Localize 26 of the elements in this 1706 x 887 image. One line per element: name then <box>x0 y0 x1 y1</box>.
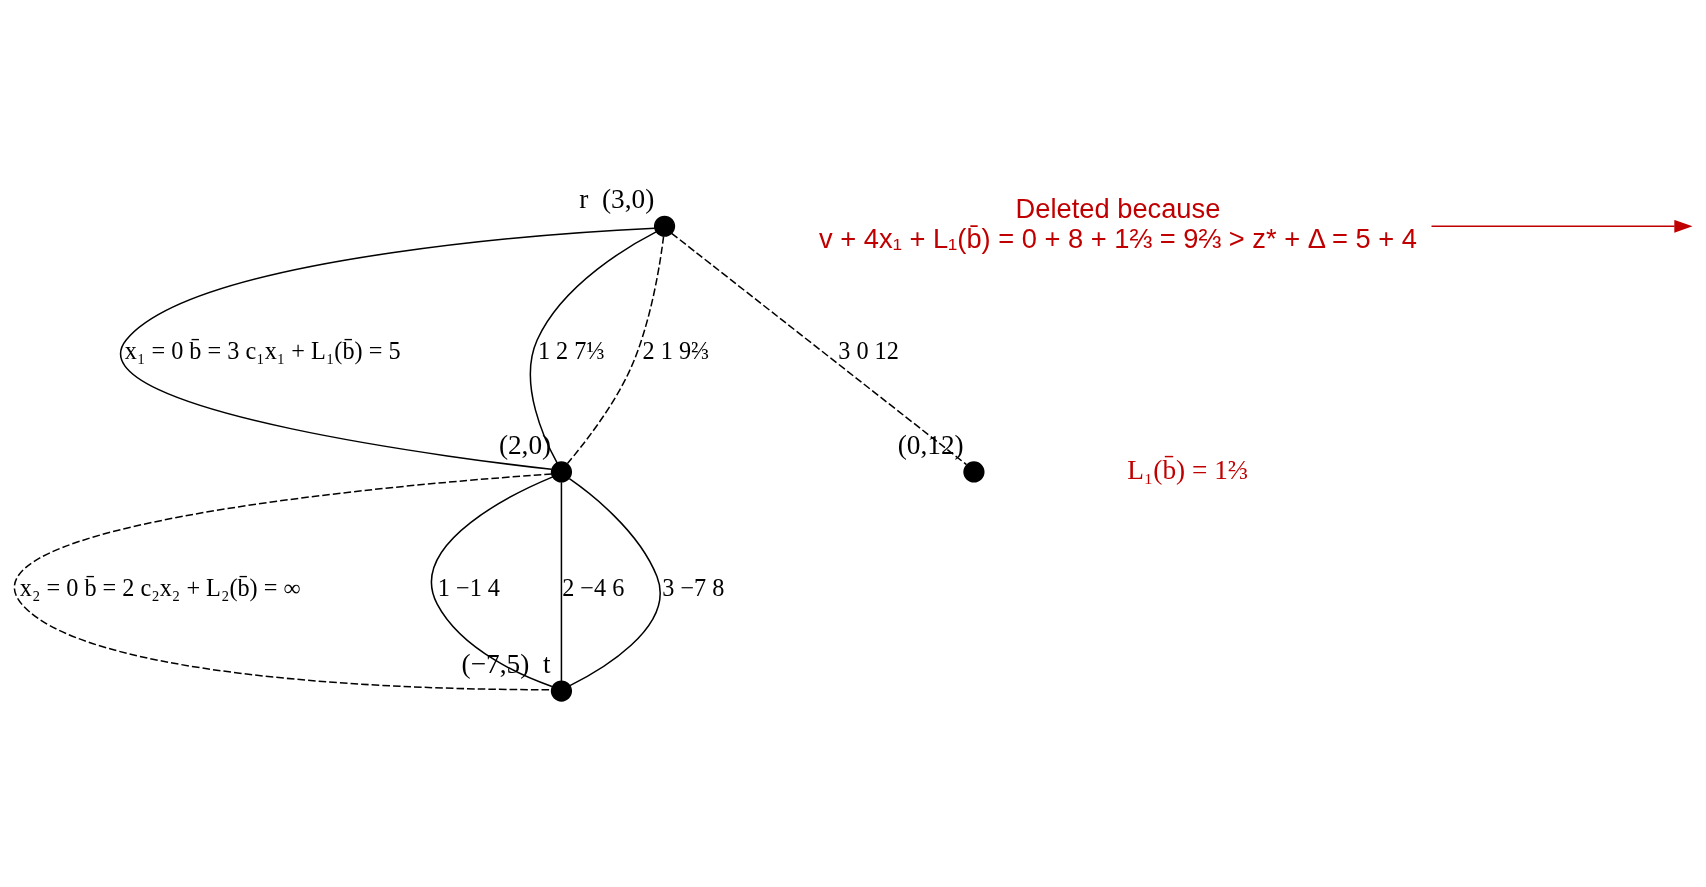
node-label: (2,0) <box>498 429 552 460</box>
edge-label: x₁ = 0 b̄ = 3 c₁x₁ + L₁(b̄) = 5 <box>124 337 401 365</box>
node-circle <box>963 461 985 483</box>
connector <box>568 478 661 687</box>
connector <box>560 481 563 682</box>
edge-label: x₂ = 0 b̄ = 2 c₂x₂ + L₂(b̄) = ∞ <box>19 573 301 601</box>
arrow <box>1430 219 1693 233</box>
label: L₁(b̄) = 1⅔ <box>1127 454 1249 485</box>
edge-label: 3 −7 8 <box>662 573 725 601</box>
node-label: (0,12) <box>897 429 964 460</box>
edge-label: 1 −1 4 <box>437 573 501 601</box>
connector <box>14 473 553 691</box>
edge-label: 3 0 12 <box>838 337 899 365</box>
connector <box>120 227 656 471</box>
node-circle <box>550 680 573 702</box>
edge-label: 1 2 7⅓ <box>537 337 605 365</box>
edge-label: 2 1 9⅔ <box>642 337 710 365</box>
connector <box>566 235 665 465</box>
node-circle <box>550 461 573 483</box>
connector <box>431 476 554 688</box>
node-circle <box>653 215 676 237</box>
node-label: r (3,0) <box>579 183 655 214</box>
edge-label: 2 −4 6 <box>562 573 625 601</box>
connector <box>670 232 968 466</box>
connector <box>529 231 657 464</box>
node-text: Deleted because v + 4x₁ + L₁(b̄) = 0 + 8 + 1⅔ = 9⅔ > z* + Δ = 5 + 4 <box>819 192 1417 255</box>
